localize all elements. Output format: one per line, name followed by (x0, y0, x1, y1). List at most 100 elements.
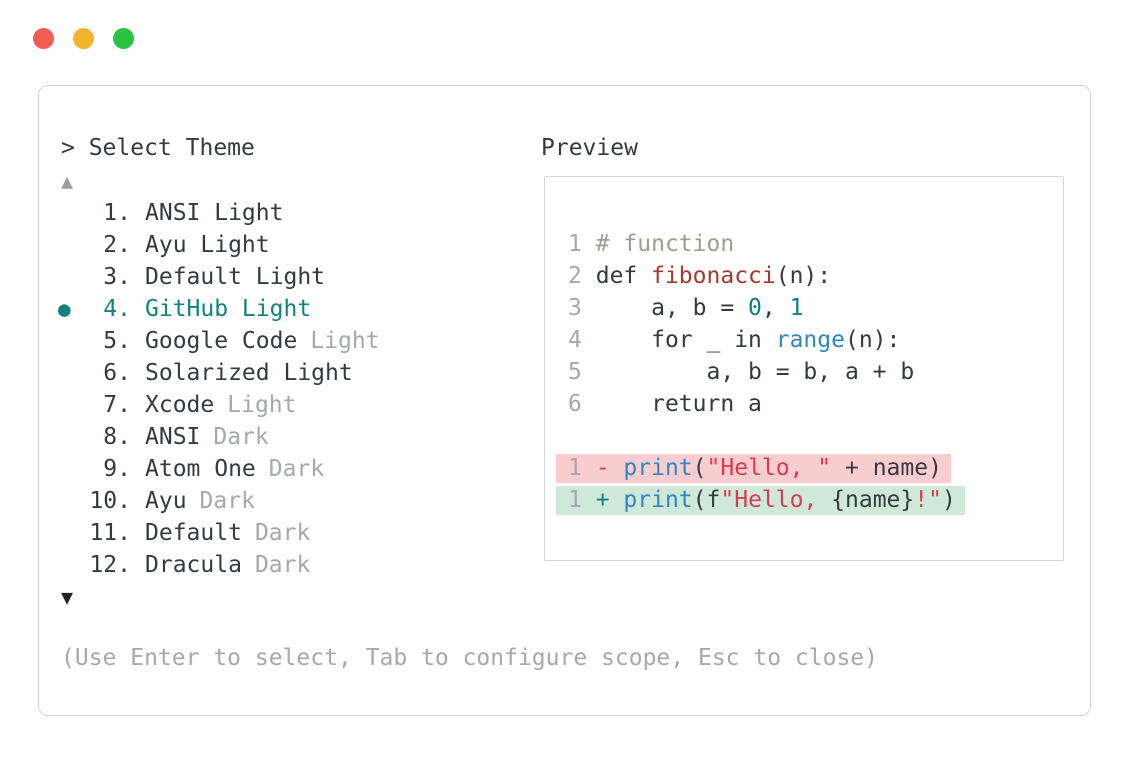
preview-label: Preview (541, 135, 638, 161)
code-line: 4 for _ in range(n): (568, 324, 1063, 356)
help-hint: (Use Enter to select, Tab to configure s… (61, 645, 878, 671)
code-token: (f (692, 487, 721, 513)
code-token: ( (692, 455, 707, 481)
code-token: ) (941, 487, 956, 513)
theme-item-label: Default (145, 520, 242, 546)
code-token: fibonacci (651, 263, 776, 289)
code-line: 2 def fibonacci(n): (568, 260, 1063, 292)
theme-item-label: Solarized Light (145, 360, 353, 386)
theme-list-item[interactable]: 1. ANSI Light (61, 197, 380, 229)
theme-item-label: Google Code (145, 328, 298, 354)
diff-removed-highlight: 1 - print("Hello, " + name) (556, 454, 951, 483)
code-token: !" (914, 487, 942, 513)
theme-item-number: 6. (103, 360, 131, 386)
theme-item-muted-label: Dark (254, 552, 311, 578)
code-blank-line (568, 420, 1063, 452)
theme-list: 1. ANSI Light 2. Ayu Light 3. Default Light ● 4… (58, 197, 380, 581)
code-token: 0 (748, 295, 762, 321)
code-token: def (595, 263, 652, 289)
theme-item-label: Dracula (145, 552, 242, 578)
theme-item-label: Default Light (145, 264, 326, 290)
zoom-button[interactable] (113, 28, 134, 49)
code-token: # function (595, 231, 735, 257)
code-token: "Hello, (720, 487, 832, 513)
theme-item-number: 5. (103, 328, 131, 354)
theme-list-item-selected[interactable]: ● 4. GitHub Light (58, 293, 380, 325)
theme-item-number: 11. (89, 520, 131, 546)
theme-list-item[interactable]: 6. Solarized Light (61, 357, 380, 389)
theme-item-label: ANSI (145, 424, 201, 450)
theme-item-number: 4. (103, 296, 131, 322)
line-number: 1 (568, 455, 582, 481)
theme-list-item[interactable]: 12. Dracula Dark (61, 549, 380, 581)
theme-item-label: GitHub Light (145, 296, 312, 322)
code-token: return a (595, 391, 762, 417)
code-token: print (623, 455, 693, 481)
theme-list-item[interactable]: 3. Default Light (61, 261, 380, 293)
theme-item-muted-label: Light (310, 328, 380, 354)
line-number: 5 (568, 359, 582, 385)
line-number: 2 (568, 263, 582, 289)
window-controls (33, 28, 134, 49)
code-token: + (595, 487, 624, 513)
selected-item-dot-icon: ● (58, 297, 71, 321)
code-token: - (595, 455, 624, 481)
theme-item-number: 7. (103, 392, 131, 418)
code-token: (n): (775, 263, 832, 289)
scroll-up-icon[interactable]: ▲ (61, 169, 74, 193)
theme-item-label: Ayu (145, 488, 187, 514)
theme-item-number: 10. (89, 488, 131, 514)
code-token: for _ in (595, 327, 776, 353)
minimize-button[interactable] (73, 28, 94, 49)
theme-item-label: Ayu Light (145, 232, 270, 258)
theme-item-number: 8. (103, 424, 131, 450)
diff-removed-line: 1 - print("Hello, " + name) (556, 452, 1063, 484)
theme-list-item[interactable]: 8. ANSI Dark (61, 421, 380, 453)
theme-list-item[interactable]: 10. Ayu Dark (61, 485, 380, 517)
code-token: "Hello, " (706, 455, 832, 481)
code-token: range (775, 327, 845, 353)
code-token: 1 (789, 295, 804, 321)
code-token: print (623, 487, 693, 513)
theme-list-item[interactable]: 11. Default Dark (61, 517, 380, 549)
code-line: 3 a, b = 0, 1 (568, 292, 1063, 324)
prompt-line: > Select Theme (61, 135, 255, 161)
diff-added-line: 1 + print(f"Hello, {name}!") (556, 484, 1063, 516)
theme-item-label: Xcode (145, 392, 215, 418)
theme-item-muted-label: Dark (199, 488, 255, 514)
theme-list-item[interactable]: 2. Ayu Light (61, 229, 380, 261)
theme-item-number: 9. (103, 456, 131, 482)
code-token: , (761, 295, 790, 321)
theme-item-number: 2. (103, 232, 131, 258)
line-number: 1 (568, 487, 582, 513)
theme-item-number: 12. (89, 552, 131, 578)
theme-item-muted-label: Dark (254, 520, 311, 546)
diff-added-highlight: 1 + print(f"Hello, {name}!") (556, 486, 965, 515)
code-token: + name) (831, 455, 942, 481)
theme-item-muted-label: Light (227, 392, 297, 418)
line-number: 3 (568, 295, 582, 321)
theme-item-muted-label: Dark (268, 456, 325, 482)
code-token: {name} (831, 487, 915, 513)
theme-list-item[interactable]: 7. Xcode Light (61, 389, 380, 421)
line-number: 4 (568, 327, 582, 353)
code-token: (n): (844, 327, 901, 353)
scroll-down-icon[interactable]: ▼ (61, 585, 74, 609)
theme-item-number: 3. (103, 264, 131, 290)
theme-list-item[interactable]: 5. Google Code Light (61, 325, 380, 357)
code-line: 5 a, b = b, a + b (568, 356, 1063, 388)
theme-picker-panel: > Select Theme Preview ▲ 1. ANSI Light 2. A… (38, 85, 1091, 716)
line-number: 6 (568, 391, 582, 417)
theme-item-muted-label: Dark (213, 424, 269, 450)
code-line: 6 return a (568, 388, 1063, 420)
code-token: a, b = (595, 295, 749, 321)
theme-item-number: 1. (103, 200, 131, 226)
theme-item-label: ANSI Light (145, 200, 284, 226)
line-number: 1 (568, 231, 582, 257)
close-button[interactable] (33, 28, 54, 49)
code-line: 1 # function (568, 228, 1063, 260)
code-token: a, b = b, a + b (595, 359, 915, 385)
